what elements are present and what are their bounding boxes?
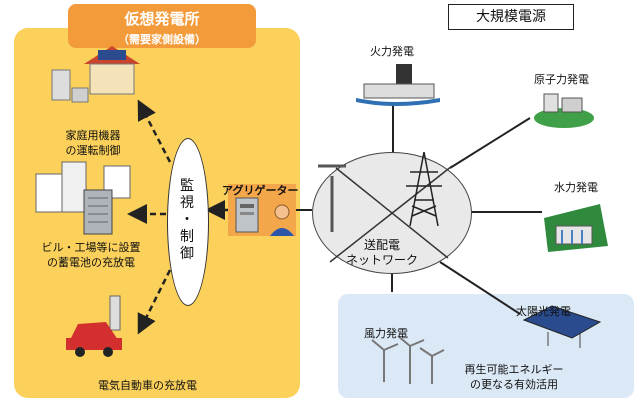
monitor-char: 制: [180, 229, 194, 245]
computer-icon: [235, 197, 259, 233]
hydro-dam-icon: [544, 204, 608, 252]
household-label-line2: の運転制御: [65, 144, 121, 157]
arrow-household: [137, 99, 172, 163]
vpp-title: 仮想発電所: [124, 10, 200, 28]
thermal-label: 火力発電: [370, 45, 414, 58]
monitor-char: 御: [180, 246, 194, 262]
transmission-tower-icon: [406, 151, 442, 227]
nuclear-plant-icon: [534, 93, 594, 128]
wind-turbine-icon: [371, 335, 445, 384]
thermal-plant-icon: [356, 64, 440, 106]
hydro-label: 水力発電: [554, 181, 598, 194]
renewable-label-line2: の更なる有効活用: [470, 378, 558, 391]
grid-network-label: 送配電 ネットワーク: [346, 238, 418, 268]
large-source-title: 大規模電源: [448, 4, 574, 30]
household-label-line1: 家庭用機器: [65, 129, 121, 142]
monitor-char: 視: [180, 195, 194, 211]
grid-label-line2: ネットワーク: [346, 253, 419, 267]
solar-panel-icon: [522, 305, 602, 348]
utility-pole-icon: [318, 164, 346, 232]
household-label: 家庭用機器 の運転制御: [48, 128, 138, 158]
building-factory-icon: [35, 161, 131, 213]
renewable-label: 再生可能エネルギー の更なる有効活用: [454, 362, 574, 392]
vpp-title-box: 仮想発電所 （需要家側設備）: [68, 4, 256, 48]
monitor-char: ・: [180, 212, 194, 228]
renewable-panel: [338, 294, 634, 398]
monitor-char: 監: [180, 178, 194, 194]
solar-label: 太陽光発電: [516, 305, 571, 318]
battery-label: ビル・工場等に設置 の蓄電池の充放電: [34, 240, 148, 270]
arrow-ev: [137, 269, 172, 335]
battery-label-line1: ビル・工場等に設置: [41, 241, 141, 254]
line-solar: [439, 261, 521, 315]
ev-car-icon: [66, 295, 122, 357]
wind-label: 風力発電: [364, 327, 408, 340]
battery-label-line2: の蓄電池の充放電: [47, 256, 135, 269]
ev-label: 電気自動車の充放電: [98, 379, 197, 392]
line-nuclear: [449, 117, 531, 169]
monitor-control-ellipse: [167, 138, 209, 306]
person-icon: [270, 204, 294, 236]
grid-label-line1: 送配電: [363, 238, 400, 252]
vpp-subtitle: （需要家側設備）: [118, 33, 206, 46]
house-icon: [51, 46, 140, 103]
aggregator-label: アグリゲーター: [222, 184, 299, 197]
renewable-label-line1: 再生可能エネルギー: [464, 363, 564, 376]
nuclear-label: 原子力発電: [534, 73, 589, 86]
monitor-control-text: 監 視 ・ 制 御: [176, 178, 198, 263]
battery-storage-icon: [83, 189, 113, 235]
